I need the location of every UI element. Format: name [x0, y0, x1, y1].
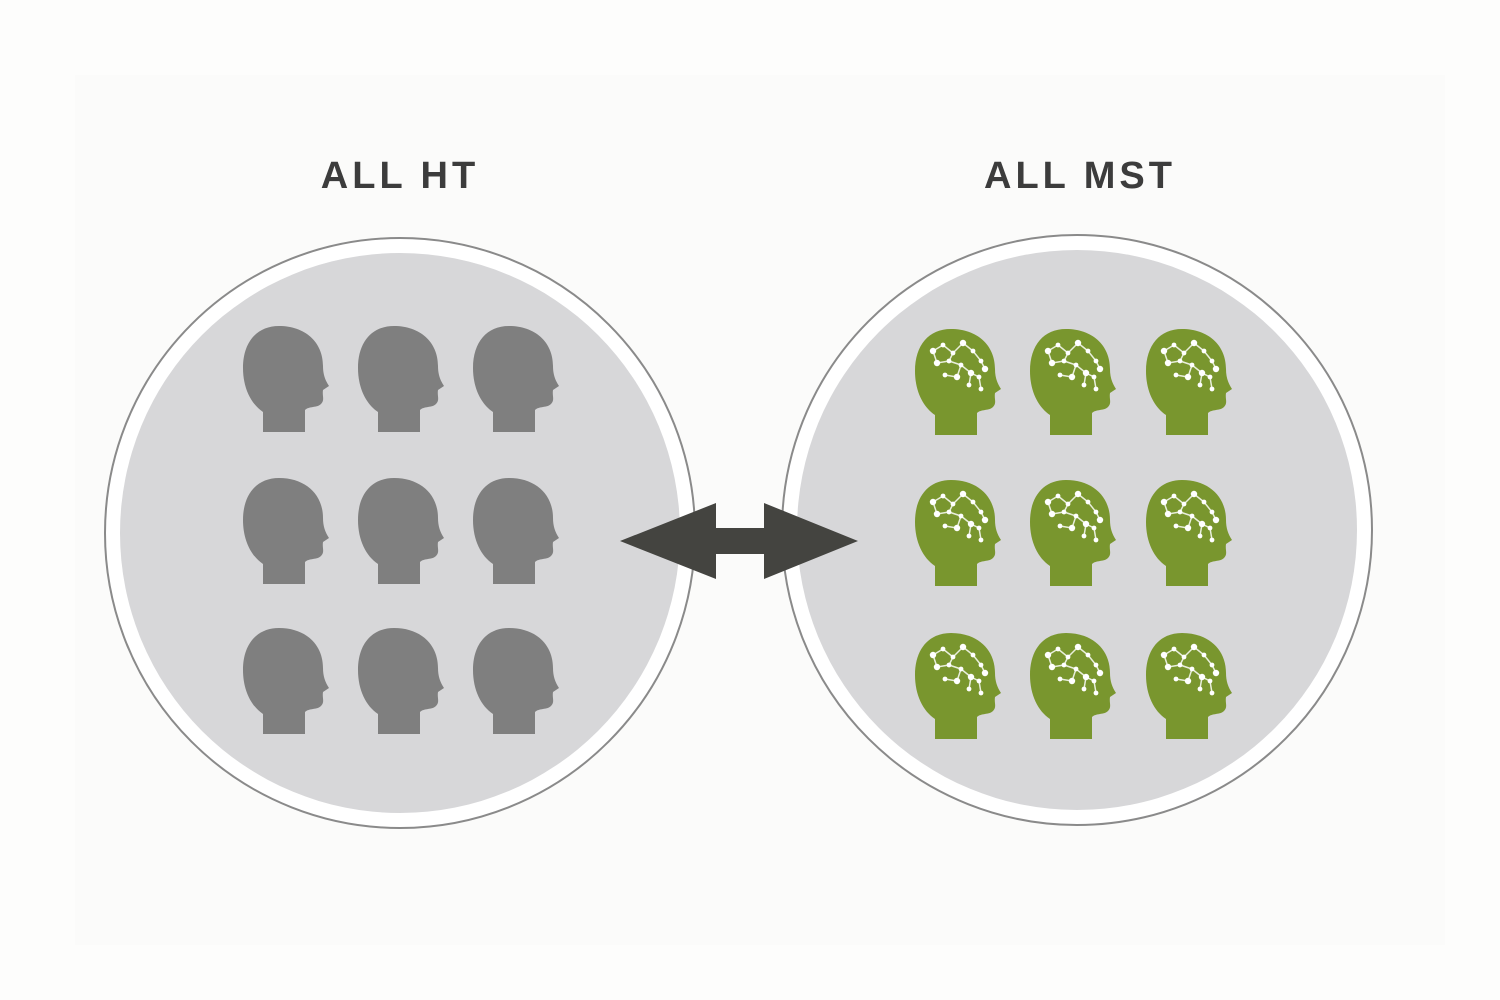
head-grid-mst: [915, 329, 1232, 739]
brain-network-head-icon: [1030, 329, 1116, 435]
group-label-mst: ALL MST: [984, 155, 1176, 197]
group-label-ht: ALL HT: [320, 155, 480, 197]
double-headed-arrow-icon: [620, 503, 858, 579]
brain-network-head-icon: [1146, 480, 1232, 586]
head-grid-ht: [243, 326, 559, 734]
brain-network-head-icon: [915, 329, 1001, 435]
brain-network-head-icon: [1146, 633, 1232, 739]
brain-network-head-icon: [1146, 329, 1232, 435]
brain-network-head-icon: [1030, 633, 1116, 739]
group-circle-ht: [104, 237, 696, 829]
brain-network-head-icon: [915, 480, 1001, 586]
brain-network-head-icon: [915, 633, 1001, 739]
brain-network-head-icon: [1030, 480, 1116, 586]
group-circle-mst: [781, 234, 1373, 826]
